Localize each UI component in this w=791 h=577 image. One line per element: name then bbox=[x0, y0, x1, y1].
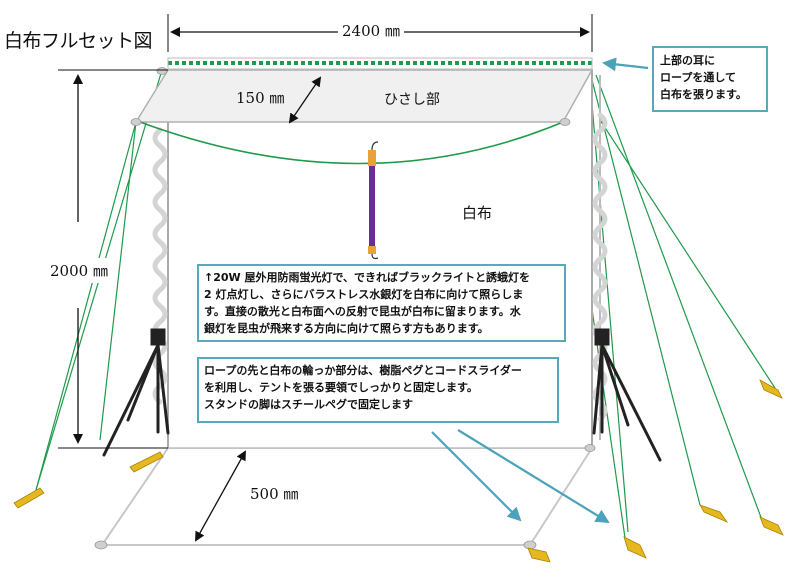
corner-knots bbox=[94, 67, 596, 550]
left-stand bbox=[102, 328, 170, 457]
ground-depth-dimension: 500 ㎜ bbox=[250, 485, 299, 503]
eave-label: ひさし部 bbox=[384, 92, 440, 108]
dimension-lines bbox=[58, 14, 593, 542]
width-dimension: 2400 ㎜ bbox=[338, 20, 404, 41]
sag-rope bbox=[139, 121, 564, 165]
lamp bbox=[368, 141, 379, 260]
note-line: ロープを通して bbox=[660, 71, 737, 84]
callout-arrows bbox=[431, 57, 649, 524]
note-line: 2 灯点灯し、さらにバラストレス水銀灯を白布に向けて照らしま bbox=[204, 288, 524, 301]
note-line: 白布を張ります。 bbox=[660, 88, 747, 101]
note-line: ロープの先と白布の輪っか部分は、樹脂ペグとコードスライダー bbox=[204, 364, 522, 377]
note-line: スタンドの脚はスチールペグで固定します bbox=[204, 398, 413, 411]
note-line: す。直接の散光と白布面への反射で昆虫が白布に留まります。水 bbox=[204, 305, 521, 318]
note-line: を利用し、テントを張る要領でしっかりと固定します。 bbox=[204, 381, 478, 394]
diagram-title: 白布フルセット図 bbox=[4, 30, 153, 52]
note-rope-peg: ロープの先と白布の輪っか部分は、樹脂ペグとコードスライダー を利用し、テントを張… bbox=[197, 357, 559, 423]
note-line: 上部の耳に bbox=[660, 54, 715, 67]
right-stand bbox=[592, 328, 662, 462]
height-dimension: 2000 ㎜ bbox=[50, 258, 108, 283]
eave-panel bbox=[134, 69, 594, 123]
note-line: 銀灯を昆虫が飛来する方向に向けて照らす方もあります。 bbox=[204, 322, 489, 335]
note-top-rope: 上部の耳に ロープを通して 白布を張ります。 bbox=[652, 46, 768, 112]
cloth-label: 白布 bbox=[462, 204, 493, 222]
note-line: ↑20W 屋外用防雨蛍光灯で、できればブラックライトと誘蛾灯を bbox=[204, 271, 531, 284]
pegs bbox=[13, 379, 784, 563]
note-lamp: ↑20W 屋外用防雨蛍光灯で、できればブラックライトと誘蛾灯を 2 灯点灯し、さ… bbox=[197, 264, 566, 342]
eave-dimension: 150 ㎜ bbox=[236, 89, 285, 107]
ground-outline bbox=[100, 447, 594, 546]
